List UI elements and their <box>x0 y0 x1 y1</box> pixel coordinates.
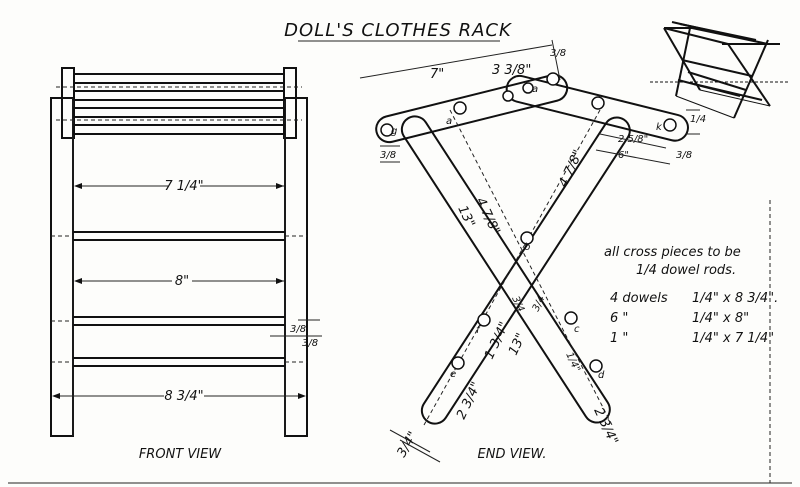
front-right-outer-post <box>284 97 308 437</box>
front-left-top-post <box>61 67 75 139</box>
front-view: 7 1/4" 8" 8 3/4" 3/8 3/8 FRONT VIEW <box>50 67 322 462</box>
dowel-size-3: 1/4" x 7 1/4" <box>692 331 774 346</box>
front-dim-side: 3/8 <box>290 324 306 335</box>
front-dim-side-2: 3/8 <box>302 338 318 349</box>
end-dim-top-3-8: 3/8 <box>550 48 566 59</box>
hole-right-upper <box>591 96 605 110</box>
hole-label-b: b <box>524 242 530 253</box>
end-dim-right-3-8: 3/8 <box>676 150 692 161</box>
hole-label-a-left: a <box>446 116 452 127</box>
hole-label-e: e <box>450 369 456 380</box>
top-arm-right <box>505 74 689 142</box>
hole-d <box>589 359 603 373</box>
dowel-qty-3: 1 " <box>610 331 628 346</box>
hole-label-d: d <box>598 370 605 381</box>
end-dim-2-5-8: 2 5/8" <box>618 134 648 145</box>
hole-c <box>564 311 578 325</box>
note-line-1: all cross pieces to be <box>604 245 741 260</box>
dim-7-1-4: 7 1/4" <box>164 179 203 194</box>
end-dim-13-b: 13" <box>506 331 529 358</box>
hole-label-h: g <box>391 126 397 137</box>
front-right-top-post <box>283 67 297 139</box>
dim-8-3-4: 8 3/4" <box>164 389 203 404</box>
end-dim-2-3-4-b: 2 3/4" <box>590 405 620 447</box>
dim-8: 8" <box>175 274 189 289</box>
hole-h <box>380 123 394 137</box>
hole-label-a-top: a <box>532 84 538 95</box>
perspective-sketch <box>650 21 790 119</box>
hole-k <box>663 118 677 132</box>
end-dim-3-3-8: 3 3/8" <box>492 63 531 78</box>
hole-label-c: c <box>574 324 580 335</box>
dowel-qty-2: 6 " <box>610 311 628 326</box>
front-top-dowel-3 <box>73 107 285 118</box>
dowel-size-1: 1/4" x 8 3/4". <box>692 291 778 306</box>
dowel-qty-1: 4 dowels <box>610 291 668 306</box>
front-top-dowel-4 <box>73 124 285 135</box>
front-top-dowel-2 <box>73 90 285 101</box>
end-dim-7: 7" <box>430 67 444 82</box>
end-dim-right-1-4: 1/4 <box>690 114 706 125</box>
end-dim-mid-3-4-b: 3/4 <box>531 294 548 313</box>
front-left-outer-post <box>50 97 74 437</box>
hole-a-left <box>453 101 467 115</box>
hole-b <box>520 231 534 245</box>
end-dim-13-a: 13" <box>454 203 477 230</box>
end-view-label: END VIEW. <box>478 447 547 462</box>
drawing-title: DOLL'S CLOTHES RACK <box>284 20 512 41</box>
hole-e <box>451 356 465 370</box>
dowel-size-2: 1/4" x 8" <box>692 311 749 326</box>
front-view-label: FRONT VIEW <box>139 447 222 462</box>
hole-label-k: k <box>656 122 663 133</box>
hole-top-right <box>546 72 560 86</box>
hole-label-f: f <box>476 325 481 336</box>
front-top-dowel-1 <box>73 73 285 84</box>
end-dim-4-7-8-a: 4 7/8" <box>472 195 502 237</box>
hole-a-top <box>522 82 534 94</box>
notes: all cross pieces to be 1/4 dowel rods. 4… <box>604 245 778 346</box>
note-line-2: 1/4 dowel rods. <box>636 263 736 278</box>
end-dim-left-3-8: 3/8 <box>380 150 396 161</box>
hole-g <box>502 90 514 102</box>
top-arm-left <box>375 73 569 144</box>
end-view: g a a k b c d f e 7" 3 3/8" 3/8 3/8 3/8 … <box>359 39 706 463</box>
leg-right <box>420 116 631 425</box>
dim-line-7 <box>359 44 553 79</box>
end-dim-1-4: 1/4" <box>563 351 582 374</box>
hole-f <box>477 313 491 327</box>
end-dim-2-3-4-a: 2 3/4" <box>454 380 484 422</box>
end-dim-4-7-8-b: 4 7/8" <box>556 148 586 190</box>
